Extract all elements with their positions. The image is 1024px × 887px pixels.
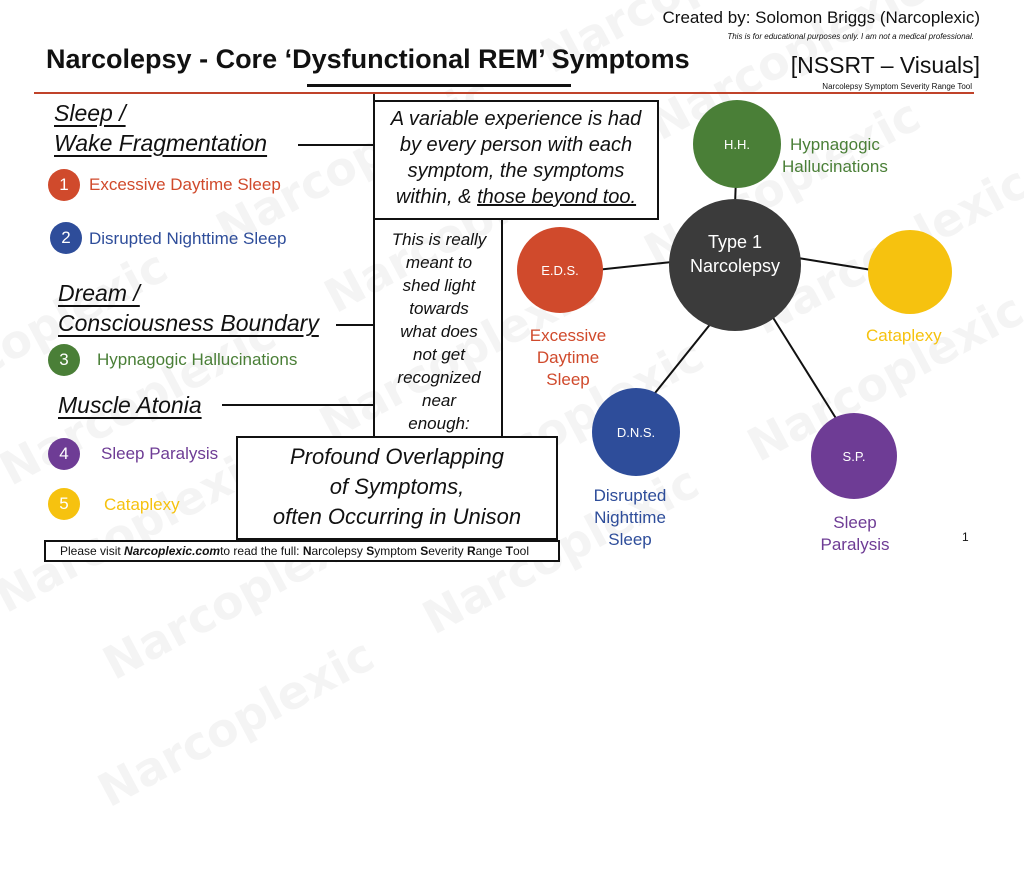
symptom-number-5: 5 bbox=[48, 488, 80, 520]
node-sp-label: Sleep Paralysis bbox=[820, 513, 890, 554]
node-sp-circle bbox=[811, 413, 897, 499]
box-connector-vertical bbox=[501, 220, 503, 436]
symptom-number-2: 2 bbox=[50, 222, 82, 254]
symptom-label-4: Sleep Paralysis bbox=[101, 444, 219, 463]
edge-sp bbox=[771, 315, 838, 421]
edge-dns bbox=[650, 321, 713, 399]
symptom-number-1: 1 bbox=[48, 169, 80, 201]
header-divider bbox=[34, 92, 974, 94]
type1-network-diagram: Type 1 Narcolepsy H.H. E.D.S. D.N.S. S.P… bbox=[517, 100, 952, 499]
center-node-line2: Narcolepsy bbox=[690, 256, 780, 276]
symptom-number-3: 3 bbox=[48, 344, 80, 376]
connector-sleep-wake bbox=[298, 144, 373, 146]
page-title: Narcolepsy - Core ‘Dysfunctional REM’ Sy… bbox=[46, 44, 690, 74]
creator-credit: Created by: Solomon Briggs (Narcoplexic) bbox=[662, 8, 980, 27]
edge-eds bbox=[595, 261, 673, 271]
symptom-label-3: Hypnagogic Hallucinations bbox=[97, 350, 298, 369]
main-connector-vertical bbox=[373, 94, 375, 440]
tool-full-name: Narcolepsy Symptom Severity Range Tool bbox=[302, 544, 529, 558]
visit-website-bar: Please visit Narcoplexic.com to read the… bbox=[44, 540, 560, 562]
connector-dream bbox=[336, 324, 373, 326]
symptom-label-1: Excessive Daytime Sleep bbox=[89, 175, 281, 194]
node-cataplexy-circle bbox=[868, 230, 952, 314]
category-sleep-wake: Sleep / Wake Fragmentation bbox=[54, 100, 268, 156]
category-muscle-atonia: Muscle Atonia bbox=[58, 392, 202, 418]
title-underline bbox=[307, 84, 571, 87]
edge-cat bbox=[797, 257, 873, 271]
page-number: 1 bbox=[962, 530, 969, 544]
connector-atonia bbox=[222, 404, 373, 406]
tool-subtitle: Narcolepsy Symptom Severity Range Tool bbox=[822, 82, 972, 91]
node-dns-label: Disrupted Nighttime Sleep bbox=[593, 486, 667, 549]
node-hh-label: Hypnagogic Hallucinations bbox=[782, 135, 888, 176]
center-node-circle bbox=[669, 199, 801, 331]
disclaimer: This is for educational purposes only. I… bbox=[727, 32, 974, 41]
node-dns-abbr: D.N.S. bbox=[617, 425, 655, 440]
intent-note: This is really meant to shed light towar… bbox=[391, 230, 487, 433]
symptom-number-4: 4 bbox=[48, 438, 80, 470]
node-eds-circle bbox=[517, 227, 603, 313]
tool-tag: [NSSRT – Visuals] bbox=[790, 52, 980, 78]
node-hh-abbr: H.H. bbox=[724, 137, 750, 152]
node-cataplexy-label: Cataplexy bbox=[866, 326, 942, 345]
node-hh-circle bbox=[693, 100, 781, 188]
center-node-line1: Type 1 bbox=[708, 232, 762, 252]
node-sp-abbr: S.P. bbox=[843, 449, 866, 464]
overlapping-symptoms-box: Profound Overlapping of Symptoms, often … bbox=[236, 436, 558, 540]
variable-experience-box: A variable experience is had by every pe… bbox=[373, 100, 659, 220]
symptom-label-5: Cataplexy bbox=[104, 495, 180, 514]
node-dns-circle bbox=[592, 388, 680, 476]
category-dream-boundary: Dream / Consciousness Boundary bbox=[58, 280, 319, 336]
symptom-label-2: Disrupted Nighttime Sleep bbox=[89, 229, 287, 248]
node-eds-abbr: E.D.S. bbox=[541, 263, 579, 278]
node-eds-label: Excessive Daytime Sleep bbox=[529, 326, 607, 389]
website-link[interactable]: Narcoplexic.com bbox=[124, 544, 221, 558]
